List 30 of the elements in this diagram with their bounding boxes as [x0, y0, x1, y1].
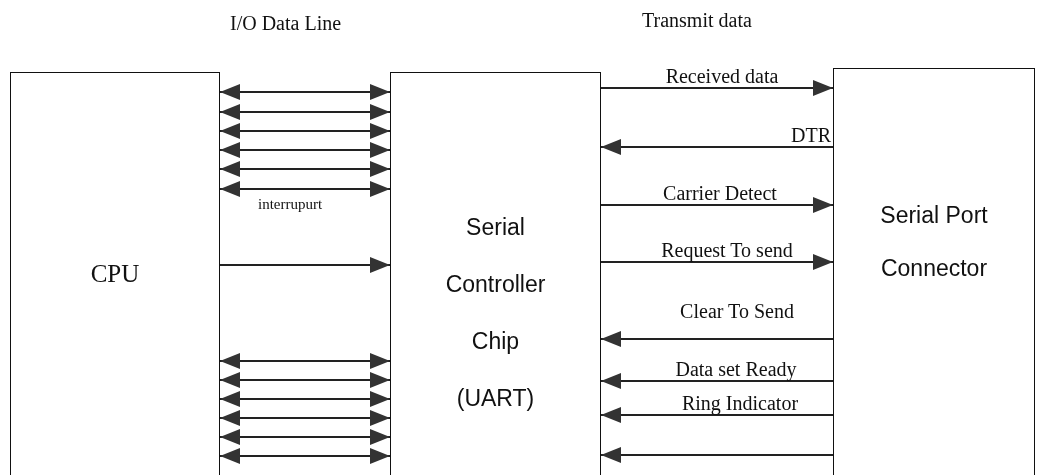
block-box — [833, 68, 1035, 475]
arrow — [219, 372, 391, 388]
arrow — [219, 142, 391, 158]
arrow — [600, 197, 834, 213]
arrow — [600, 447, 834, 463]
arrow — [600, 139, 834, 155]
arrow — [219, 448, 391, 464]
block-box — [10, 72, 220, 475]
arrow — [600, 331, 834, 347]
text-label: I/O Data Line — [230, 12, 342, 35]
arrow — [600, 254, 834, 270]
arrow — [219, 84, 391, 100]
arrow — [219, 123, 391, 139]
arrow — [219, 104, 391, 120]
block-label: Serial Controller Chip (UART) — [444, 213, 547, 413]
text-label: Transmit data — [642, 9, 752, 32]
arrow — [600, 80, 834, 96]
block-label: CPU — [89, 259, 141, 289]
arrow — [219, 181, 391, 197]
block-box — [390, 72, 601, 475]
arrow — [219, 161, 391, 177]
arrow — [600, 407, 834, 423]
arrow — [600, 373, 834, 389]
arrow — [219, 410, 391, 426]
block-label: Serial Port Connector — [879, 201, 989, 283]
arrow — [219, 391, 391, 407]
text-label: interrupurt — [258, 196, 323, 213]
arrow — [219, 353, 391, 369]
arrow — [219, 429, 391, 445]
arrow — [219, 257, 391, 273]
